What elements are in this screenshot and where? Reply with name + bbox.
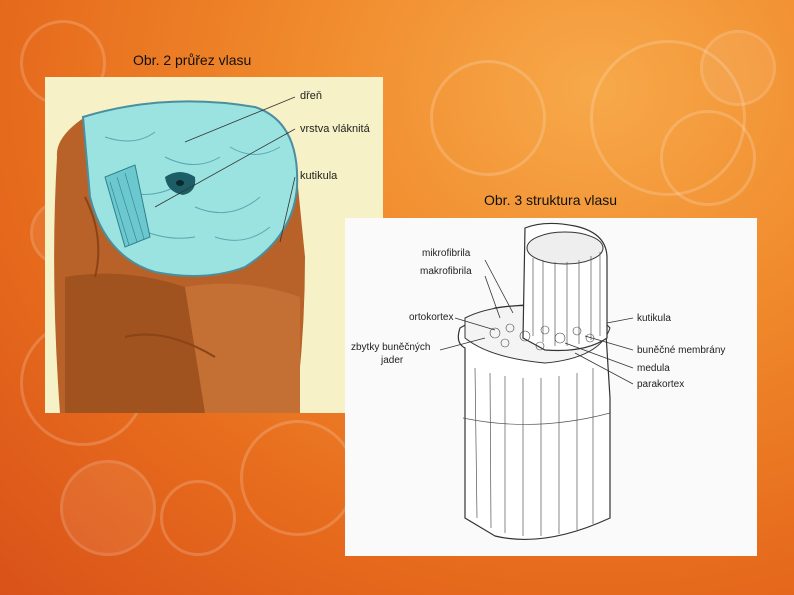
bokeh-circle xyxy=(700,30,776,106)
figure-3-caption: Obr. 3 struktura vlasu xyxy=(484,192,617,208)
hair-cross-section-image: dřeň vrstva vláknitá kutikula xyxy=(45,77,383,413)
label-bunecne-membrany: buněčné membrány xyxy=(637,345,725,356)
bokeh-circle xyxy=(240,420,356,536)
label-kutikula: kutikula xyxy=(300,170,338,182)
label-jader: jader xyxy=(380,355,404,366)
figure-2-caption: Obr. 2 průřez vlasu xyxy=(133,52,251,68)
label-ortokortex: ortokortex xyxy=(409,312,453,323)
label-kutikula: kutikula xyxy=(637,313,671,324)
bokeh-circle xyxy=(660,110,756,206)
label-zbytky-bunecnych: zbytky buněčných xyxy=(351,342,431,353)
hair-structure-image: mikrofibrila makrofibrila ortokortex zby… xyxy=(345,218,757,556)
label-makrofibrila: makrofibrila xyxy=(420,266,472,277)
bokeh-circle xyxy=(430,60,546,176)
label-parakortex: parakortex xyxy=(637,379,684,390)
label-dren: dřeň xyxy=(300,90,322,102)
label-medula: medula xyxy=(637,363,670,374)
label-vrstva-vlaknita: vrstva vláknitá xyxy=(300,123,371,135)
label-mikrofibrila: mikrofibrila xyxy=(422,248,471,259)
bokeh-circle xyxy=(60,460,156,556)
bokeh-circle xyxy=(160,480,236,556)
